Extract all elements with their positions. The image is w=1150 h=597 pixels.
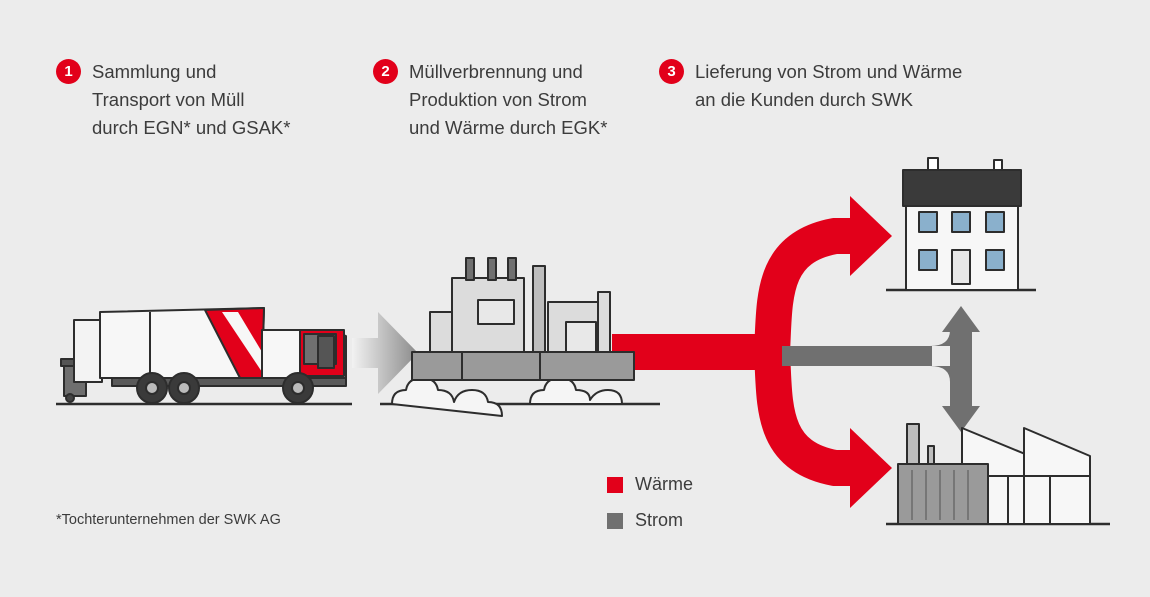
step-line: Müllverbrennung und <box>409 61 583 82</box>
footnote: *Tochterunternehmen der SWK AG <box>56 512 281 528</box>
step-line: Produktion von Strom <box>409 89 587 110</box>
step-description: Lieferung von Strom und Wärme an die Kun… <box>695 58 962 114</box>
legend-item-strom: Strom <box>607 510 683 531</box>
step-number-badge: 1 <box>56 59 81 84</box>
step-line: Lieferung von Strom und Wärme <box>695 61 963 82</box>
legend-label: Wärme <box>635 474 693 494</box>
step-line: durch EGN* und GSAK* <box>92 117 291 138</box>
strom-flow <box>782 306 980 432</box>
waerme-arrow-house <box>850 196 892 276</box>
factory-icon <box>886 423 1110 526</box>
power-plant-icon <box>380 257 660 417</box>
step-1: 1 Sammlung und Transport von Müll durch … <box>56 58 290 142</box>
step-number-badge: 3 <box>659 59 684 84</box>
step-line: Transport von Müll <box>92 89 245 110</box>
waerme-flow <box>612 218 855 486</box>
step-line: Sammlung und <box>92 61 217 82</box>
garbage-truck-icon <box>56 307 352 406</box>
legend-swatch <box>607 476 623 493</box>
step-description: Müllverbrennung und Produktion von Strom… <box>409 58 607 142</box>
step-description: Sammlung und Transport von Müll durch EG… <box>92 58 290 142</box>
legend-label: Strom <box>635 510 684 530</box>
step-line: an die Kunden durch SWK <box>695 89 914 110</box>
step-number-badge: 2 <box>373 59 398 84</box>
step-3: 3 Lieferung von Strom und Wärme an die K… <box>659 58 962 114</box>
transfer-arrow <box>352 312 418 394</box>
legend-swatch <box>607 512 623 529</box>
step-line: und Wärme durch EGK* <box>409 117 608 138</box>
step-2: 2 Müllverbrennung und Produktion von Str… <box>373 58 607 142</box>
waerme-arrow-factory <box>850 428 892 508</box>
house-icon <box>886 157 1036 292</box>
legend-item-waerme: Wärme <box>607 474 693 495</box>
